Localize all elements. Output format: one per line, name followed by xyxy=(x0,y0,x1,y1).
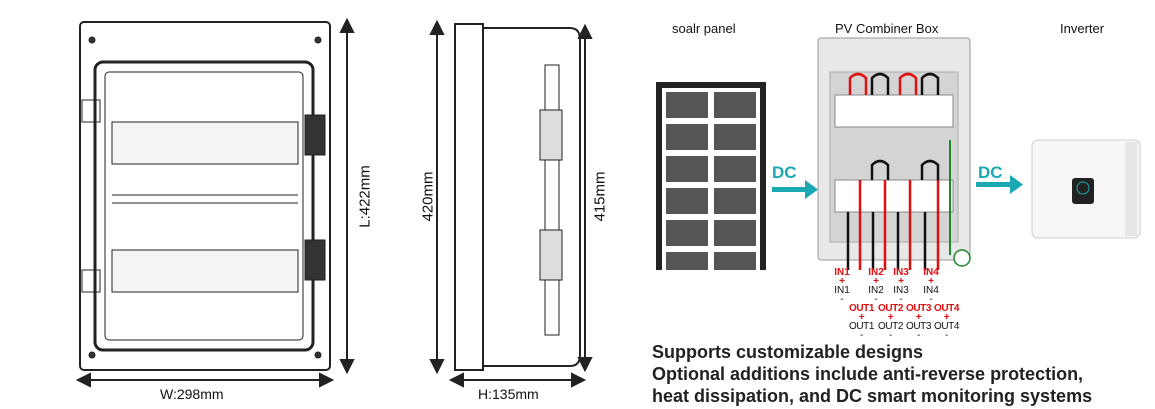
port-out4: OUT4+OUT4- xyxy=(933,303,960,341)
system-diagram xyxy=(656,37,1141,270)
depth-dimension-label: H:135mm xyxy=(478,386,539,402)
inner-height-label: 415mm xyxy=(591,171,609,222)
dc-arrow-2 xyxy=(976,175,1023,194)
enclosure-drawings xyxy=(75,17,593,388)
dimension-lines xyxy=(75,17,593,388)
port-in3: IN3+IN3- xyxy=(893,267,909,305)
solar-panel-image xyxy=(656,82,766,270)
front-view xyxy=(79,21,331,371)
side-view xyxy=(454,23,581,371)
dc-label-1: DC xyxy=(772,163,797,182)
feature-text: Supports customizable designs Optional a… xyxy=(652,341,1092,407)
inverter-label: Inverter xyxy=(1060,21,1105,36)
feature-line: heat dissipation, and DC smart monitorin… xyxy=(652,386,1093,406)
combiner-box-image xyxy=(817,37,971,270)
dc-arrow-1 xyxy=(772,180,818,199)
port-out3: OUT3+OUT3- xyxy=(905,303,932,341)
port-in1: IN1+IN1- xyxy=(834,267,850,305)
width-dimension-label: W:298mm xyxy=(160,386,224,402)
combiner-box-label: PV Combiner Box xyxy=(835,21,939,36)
side-height-label: 420mm xyxy=(419,171,437,222)
feature-line: Supports customizable designs xyxy=(652,342,924,362)
solar-panel-label: soalr panel xyxy=(672,21,736,36)
inverter-image xyxy=(1031,139,1141,239)
port-in4: IN4+IN4- xyxy=(923,267,939,305)
feature-line: Optional additions include anti-reverse … xyxy=(652,364,1084,384)
length-dimension-label: L:422mm xyxy=(356,165,374,228)
ground-icon xyxy=(953,249,971,267)
dc-label-2: DC xyxy=(978,163,1003,182)
port-in2: IN2+IN2- xyxy=(868,267,884,305)
port-out1: OUT1+OUT1- xyxy=(848,303,875,341)
port-out2: OUT2+OUT2- xyxy=(877,303,904,341)
